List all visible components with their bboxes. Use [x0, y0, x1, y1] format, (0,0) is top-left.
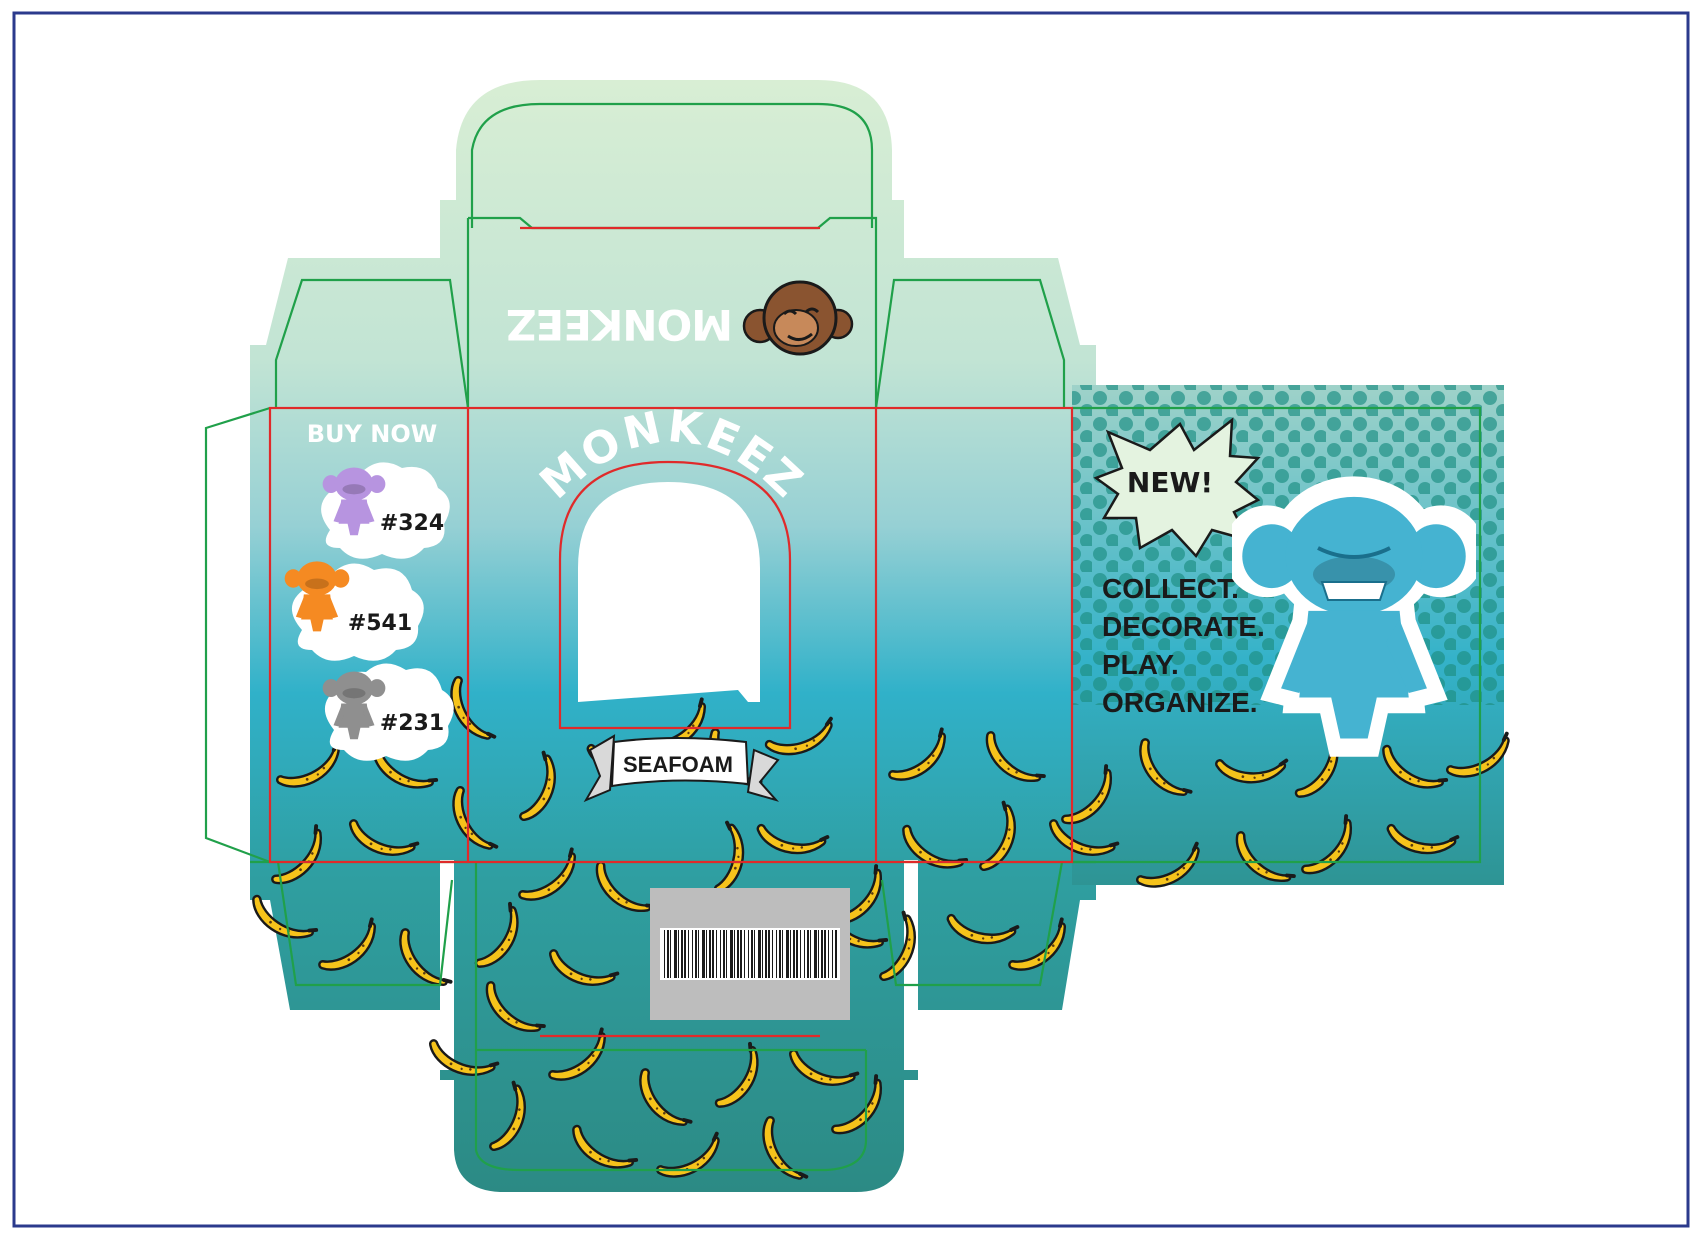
tagline-3: PLAY.: [1102, 649, 1179, 680]
flavor-label: SEAFOAM: [623, 752, 733, 777]
new-badge: NEW!: [1127, 466, 1213, 499]
variant-label: #541: [348, 611, 412, 636]
variant-cloud-2: #541: [284, 561, 424, 661]
variant-cloud-1: #324: [321, 462, 450, 559]
variant-label: #324: [380, 511, 444, 536]
monkey-face-logo-icon: [742, 280, 854, 356]
page-border: [12, 11, 1690, 1228]
tagline-1: COLLECT.: [1102, 573, 1239, 604]
top-brand-text: MONKEEZ: [507, 300, 733, 349]
variant-label: #231: [380, 711, 444, 736]
side-panel: BUY NOW #324 #541 #231: [284, 420, 454, 761]
buy-now-heading: BUY NOW: [307, 420, 437, 448]
variant-cloud-3: #231: [322, 663, 454, 761]
tagline-4: ORGANIZE.: [1102, 687, 1258, 718]
hero-monkey-figure: [1236, 489, 1473, 745]
back-panel: NEW! COLLECT. DECORATE. PLAY. ORGANIZE.: [1093, 417, 1473, 745]
barcode-icon: [650, 888, 850, 1020]
display-window: [578, 482, 760, 702]
cut-lines: [268, 226, 1074, 1038]
tagline-2: DECORATE.: [1102, 611, 1265, 642]
ribbon-banner-icon: [583, 734, 780, 803]
top-flap-brand: MONKEEZ: [507, 280, 854, 356]
